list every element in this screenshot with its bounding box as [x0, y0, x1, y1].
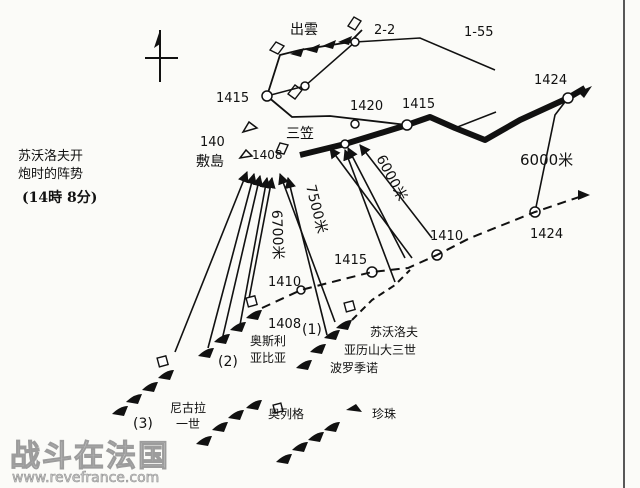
time-1408-top: 1408 — [252, 148, 283, 162]
distance-6000-b: 6000米 — [520, 151, 573, 169]
time-1424-top: 1424 — [534, 73, 567, 88]
ship-icon — [310, 344, 326, 354]
label-nikolai-2: 一世 — [176, 417, 200, 431]
ship-icon — [306, 44, 320, 53]
ship-icon — [246, 400, 262, 410]
ship-icon — [292, 442, 308, 452]
distance-6000-a: 6000米 — [372, 152, 409, 203]
flag-icon — [156, 354, 169, 368]
label-borodino: 波罗季诺 — [330, 361, 378, 375]
russian-flags — [156, 294, 356, 414]
ship-icon — [336, 320, 352, 330]
label-mikasa: 三笠 — [286, 126, 314, 142]
ship-icon — [346, 404, 362, 412]
label-column-1: (1) — [302, 322, 322, 338]
flag-icon — [286, 84, 304, 100]
label-squadron-2-2: 2-2 — [374, 23, 395, 38]
time-1415-low: 1415 — [334, 253, 367, 268]
label-oslyabya-2: 亚比亚 — [250, 351, 286, 365]
ship-icon — [246, 310, 262, 320]
label-nikolai-1: 尼古拉 — [170, 400, 206, 415]
time-1415-mid: 1415 — [402, 97, 435, 112]
label-alexander: 亚历山大三世 — [344, 343, 416, 357]
flag-icon — [268, 41, 286, 55]
ship-icon — [276, 454, 292, 464]
label-oslyabya-1: 奥斯利 — [250, 334, 286, 348]
flag-icon — [275, 142, 289, 155]
label-squadron-1-55: 1-55 — [464, 25, 494, 40]
ship-icon — [158, 370, 174, 380]
time-1415-left: 1415 — [216, 91, 249, 106]
ship-icon — [228, 410, 244, 420]
ship-icon — [112, 406, 128, 416]
label-shikishima-num: 140 — [200, 135, 225, 150]
label-izumo: 出雲 — [290, 22, 318, 38]
label-column-2: (2) — [218, 354, 238, 370]
watermark-site-name: 战斗在法国 — [10, 439, 170, 474]
ship-icon — [230, 322, 246, 332]
label-shikishima: 敷島 — [196, 154, 224, 170]
fire-lines — [174, 144, 433, 353]
ship-icon — [324, 330, 340, 340]
ship-icon — [324, 422, 340, 432]
watermark-url: www.revefrance.com — [12, 470, 159, 486]
ship-icon — [214, 334, 230, 344]
distance-7500: 7500米 — [302, 183, 330, 235]
ship-icon — [290, 48, 304, 57]
russian-track — [261, 194, 586, 309]
flag-icon — [347, 16, 362, 31]
caption-line2: 炮时的阵势 — [18, 166, 83, 182]
north-arrow-icon — [145, 30, 178, 82]
shikishima-ships — [238, 120, 259, 160]
track-arrowhead — [578, 86, 592, 98]
ship-icon — [308, 432, 324, 442]
ship-icon — [338, 36, 352, 45]
time-1424-right: 1424 — [530, 227, 563, 242]
time-1410-left: 1410 — [268, 275, 301, 290]
ship-icon — [198, 348, 214, 358]
time-1420: 1420 — [350, 99, 383, 114]
position-markers — [261, 37, 574, 295]
flag-icon — [245, 294, 258, 308]
russian-ships — [112, 310, 362, 464]
flag-icon — [343, 299, 356, 313]
label-suvorov: 苏沃洛夫 — [370, 324, 418, 339]
flag-icon — [272, 402, 284, 414]
distance-6700: 6700米 — [268, 210, 286, 260]
caption-line1: 苏沃洛夫开 — [18, 148, 83, 164]
label-column-3: (3) — [133, 416, 153, 432]
ship-icon — [126, 394, 142, 404]
japanese-ships-2nd-squadron — [290, 36, 352, 57]
ship-icon — [212, 422, 228, 432]
time-1408-low: 1408 — [268, 317, 301, 332]
ship-icon — [322, 40, 336, 49]
caption-line3: (14時 8分) — [22, 189, 97, 206]
ship-icon — [296, 360, 312, 370]
ship-icon — [196, 436, 212, 446]
label-zhemchug: 珍珠 — [372, 407, 396, 421]
japanese-flags — [268, 16, 362, 155]
label-oryol: 奥列格 — [268, 406, 304, 421]
ship-icon — [142, 382, 158, 392]
time-1410-right: 1410 — [430, 229, 463, 244]
